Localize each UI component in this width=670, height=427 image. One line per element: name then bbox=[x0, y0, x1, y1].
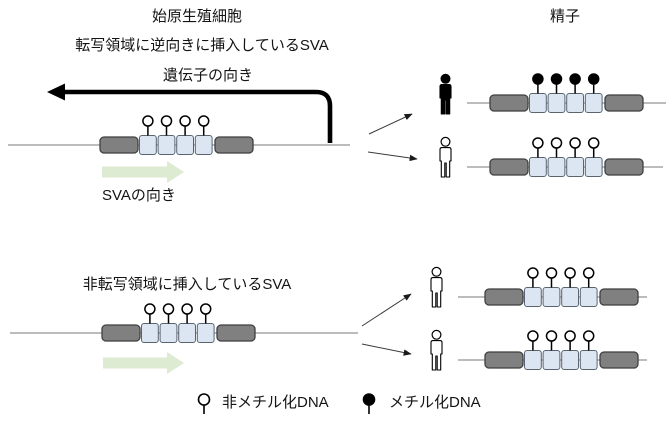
dna-row bbox=[439, 73, 666, 115]
sva-exon-box bbox=[561, 350, 580, 370]
flanking-gene-box bbox=[484, 351, 524, 369]
legend-unmethylated-label: 非メチル化DNA bbox=[222, 394, 329, 411]
dna-row bbox=[439, 136, 663, 178]
sva-exon-box bbox=[547, 93, 566, 113]
flanking-gene-box bbox=[216, 324, 256, 342]
legend-methylated-label: メチル化DNA bbox=[389, 394, 481, 411]
sva-direction-arrow bbox=[103, 352, 184, 374]
sva-exon-box bbox=[584, 157, 603, 177]
sva-exon-box bbox=[196, 323, 215, 343]
person-icon-outline bbox=[430, 329, 443, 371]
unmethylated-cpg-icon bbox=[179, 115, 191, 127]
unmethylated-cpg-icon bbox=[162, 303, 175, 315]
methylated-cpg-icon bbox=[532, 73, 544, 85]
sva-exon-box bbox=[139, 135, 157, 155]
flanking-gene-box bbox=[599, 288, 639, 306]
sva-exon-box bbox=[561, 287, 580, 307]
caption-transcribed-scenario: 転写領域に逆向きに挿入しているSVA bbox=[75, 37, 329, 54]
dna-construct bbox=[489, 137, 644, 177]
dna-row bbox=[430, 329, 647, 371]
sva-exon-box bbox=[579, 287, 598, 307]
sva-exon-box bbox=[566, 157, 585, 177]
unmethylated-cpg-icon bbox=[197, 115, 210, 127]
legend bbox=[197, 393, 376, 414]
sva-exon-box bbox=[159, 323, 178, 343]
caption-nontranscribed-scenario: 非転写領域に挿入しているSVA bbox=[82, 276, 292, 293]
unmethylated-cpg-icon bbox=[142, 115, 154, 127]
sva-exon-box bbox=[524, 287, 542, 307]
flanking-gene-box bbox=[484, 288, 524, 306]
flanking-gene-box bbox=[101, 324, 141, 342]
unmethylated-cpg-icon bbox=[144, 303, 156, 315]
sva-exon-box bbox=[176, 135, 194, 155]
dna-row bbox=[430, 266, 647, 308]
methylated-cpg-icon bbox=[550, 73, 563, 85]
sva-exon-box bbox=[542, 350, 561, 370]
unmethylated-cpg-icon bbox=[160, 115, 173, 127]
unmethylated-cpg-icon bbox=[532, 137, 544, 149]
unmethylated-cpg-icon bbox=[527, 267, 539, 279]
sva-exon-box bbox=[157, 135, 176, 155]
unmethylated-cpg-icon bbox=[545, 330, 558, 342]
flanking-gene-box bbox=[604, 94, 644, 112]
sva-exon-box bbox=[529, 157, 547, 177]
methylated-dna-icon bbox=[362, 393, 376, 406]
unmethylated-cpg-icon bbox=[582, 267, 595, 279]
unmethylated-cpg-icon bbox=[199, 303, 212, 315]
flanking-gene-box bbox=[604, 158, 644, 176]
flanking-gene-box bbox=[214, 136, 254, 154]
sva-exon-box bbox=[579, 350, 598, 370]
sva-exon-box bbox=[584, 93, 603, 113]
dna-construct bbox=[99, 115, 254, 155]
sva-exon-box bbox=[566, 93, 585, 113]
flanking-gene-box bbox=[99, 136, 139, 154]
sva-exon-box bbox=[141, 323, 159, 343]
flanking-gene-box bbox=[489, 158, 529, 176]
methylated-cpg-icon bbox=[587, 73, 600, 85]
sva-exon-box bbox=[194, 135, 213, 155]
unmethylated-cpg-icon bbox=[569, 137, 581, 149]
person-icon-filled bbox=[439, 73, 452, 115]
flanking-gene-box bbox=[599, 351, 639, 369]
person-icon-outline bbox=[439, 136, 452, 178]
sva-exon-box bbox=[524, 350, 542, 370]
heading-sperm: 精子 bbox=[549, 8, 580, 25]
unmethylated-cpg-icon bbox=[564, 330, 576, 342]
branch-arrow bbox=[368, 113, 413, 135]
dna-construct bbox=[484, 330, 639, 370]
sva-exon-box bbox=[178, 323, 196, 343]
dna-construct bbox=[489, 73, 644, 113]
unmethylated-cpg-icon bbox=[545, 267, 558, 279]
dna-row bbox=[8, 115, 350, 183]
gene-direction-arrow bbox=[47, 83, 333, 143]
sva-exon-box bbox=[529, 93, 547, 113]
dna-row bbox=[10, 303, 358, 374]
branch-arrow bbox=[361, 293, 412, 327]
heading-pgc: 始原生殖細胞 bbox=[151, 8, 242, 25]
branch-arrow bbox=[367, 151, 418, 162]
unmethylated-cpg-icon bbox=[550, 137, 563, 149]
dna-construct bbox=[484, 267, 639, 307]
label-sva-direction: SVAの向き bbox=[102, 187, 176, 204]
branch-arrow bbox=[361, 343, 412, 356]
unmethylated-cpg-icon bbox=[527, 330, 539, 342]
unmethylated-cpg-icon bbox=[181, 303, 193, 315]
dna-construct bbox=[101, 303, 256, 343]
person-icon-outline bbox=[430, 266, 443, 308]
sva-exon-box bbox=[547, 157, 566, 177]
unmethylated-cpg-icon bbox=[587, 137, 600, 149]
unmethylated-dna-icon bbox=[197, 393, 211, 406]
sva-direction-arrow bbox=[102, 161, 184, 183]
flanking-gene-box bbox=[489, 94, 529, 112]
unmethylated-cpg-icon bbox=[564, 267, 576, 279]
methylated-cpg-icon bbox=[569, 73, 581, 85]
sva-exon-box bbox=[542, 287, 561, 307]
unmethylated-cpg-icon bbox=[582, 330, 595, 342]
caption-gene-direction: 遺伝子の向き bbox=[162, 67, 253, 84]
